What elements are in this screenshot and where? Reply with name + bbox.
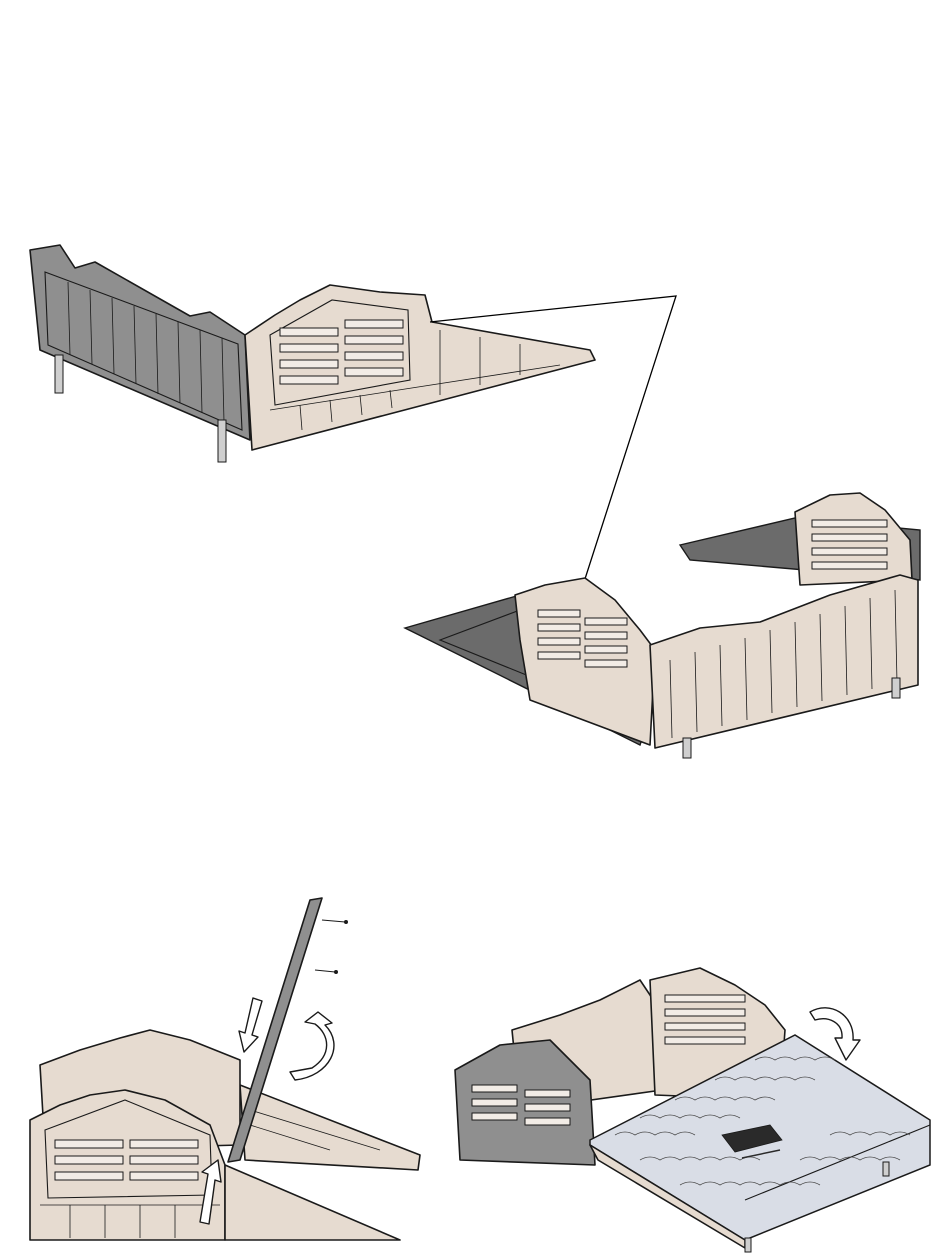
step-2-floor-assembly [405, 493, 920, 758]
rotate-arrow-icon [290, 1012, 334, 1080]
step-4-attach-roof [455, 968, 930, 1252]
step-3-insert-side-panel [30, 898, 420, 1240]
push-down-arrow-icon [239, 998, 262, 1052]
step-1-wall-and-gable [30, 245, 595, 462]
